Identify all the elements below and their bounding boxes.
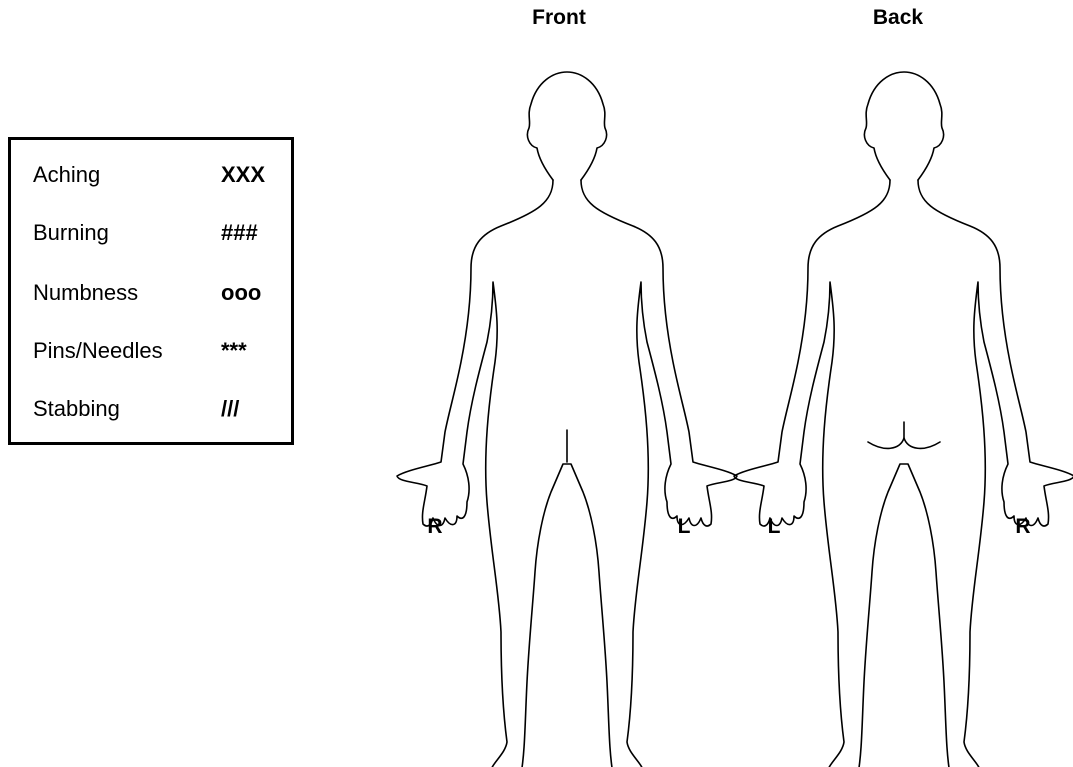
back-right-side-label: R xyxy=(1008,515,1038,539)
front-right-side-label: R xyxy=(420,515,450,539)
back-body-outline xyxy=(734,72,1073,767)
front-left-side-label: L xyxy=(669,515,699,539)
back-left-side-label: L xyxy=(759,515,789,539)
front-body-outline xyxy=(397,72,737,767)
back-buttocks-line xyxy=(868,438,940,448)
